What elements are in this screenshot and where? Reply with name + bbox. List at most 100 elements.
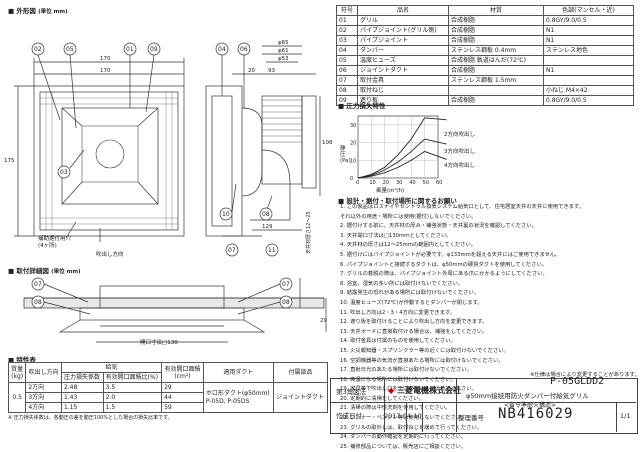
- note-item: 22. シンナー・ベンジン等は使用しないでください。: [340, 415, 467, 422]
- table-cell: 59: [161, 402, 204, 413]
- table-cell: 4方向: [25, 402, 62, 413]
- spec-note: ※仕様は場合により変更することがあります。: [530, 372, 640, 378]
- cell-mass: 0.5: [7, 382, 27, 413]
- note-item: 15. 火災報知器・スプリンクラー等の近くには取付けないでください。: [340, 347, 509, 354]
- dim-29: 29: [320, 318, 327, 324]
- callout-07: 07: [228, 247, 236, 254]
- callout-10: 10: [222, 211, 230, 218]
- characteristics-footnote: ※ 圧力損失係数は、各動圧の差を動圧100%とした場合の損失比率です。: [8, 415, 173, 421]
- cell-accessory: ジョイントダクト: [273, 382, 328, 413]
- note-item: 17. 直射日光のあたる場所には取付けないでください。: [340, 367, 472, 374]
- chart-series-line: [357, 138, 425, 179]
- table-cell: 1.5: [102, 402, 163, 413]
- note-item: 5. 据付けにはパイプジョイントが必要です。φ133mmを超える天井にはご使用で…: [340, 251, 561, 258]
- th-diff: 有効開口面積比(%): [102, 372, 163, 383]
- chart-y-tick: 30: [350, 123, 356, 129]
- pressure-section-title: ■ 圧力損失特性: [338, 102, 386, 110]
- note-item: 13. 天井ボードに直接取付ける場合は、補強をしてください。: [340, 328, 488, 335]
- th-mass: 質量 (kg): [7, 362, 27, 383]
- characteristics-table: 質量 (kg) 吹出し方向 給気 有効開口面積 (cm²) 適用ダクト 付属部品…: [7, 362, 328, 413]
- dim-170-a: 170: [100, 56, 111, 62]
- legend-4dir: 4方向吹出し: [444, 163, 475, 169]
- notes-title: ■ 設計・据付・取付場所に関するお願い: [338, 197, 457, 205]
- table-cell: 44: [161, 392, 204, 403]
- chart-series-leader: [424, 138, 447, 145]
- dim-129: 129: [262, 224, 273, 230]
- callout-05: 05: [66, 46, 74, 53]
- note-item: 7. グリルの着脱の際は、パイプジョイント外周にある爪にかかるようにしてください…: [340, 271, 548, 278]
- note-item: 16. 空調機器等の気流が直接あたる場所には取付けないでください。: [340, 357, 504, 364]
- note-item: 20. 定期的に清掃をしてください。: [340, 395, 424, 402]
- th-loss: 圧力損失係数: [60, 372, 104, 383]
- callout-08: 08: [262, 211, 270, 218]
- chart-ylabel: 静圧(Pa): [340, 146, 351, 164]
- model-name: P-05GLDD2: [550, 376, 605, 387]
- legend-3dir: 3方向吹出し: [444, 149, 475, 155]
- chart-x-tick: 10: [369, 180, 375, 186]
- dim-20: 20: [248, 68, 255, 74]
- chart-series-line: [357, 151, 425, 179]
- table-cell: 2.0: [102, 392, 163, 403]
- chart-x-tick: 40: [409, 180, 415, 186]
- exterior-section-title: ■ 外形図 (単位 mm): [8, 7, 68, 15]
- chart-series-leader: [424, 117, 447, 121]
- table-cell: 1.15: [60, 402, 104, 413]
- chart-y-tick: 10: [350, 158, 356, 164]
- parts-th: 品名: [357, 5, 449, 16]
- parts-th: 符号: [336, 5, 358, 16]
- table-cell: 2方向: [25, 382, 62, 393]
- note-item: 1. この製品はロスナイやセントラル換気システム給気口として、住宅居室天井の天井…: [340, 204, 584, 210]
- th-area: 有効開口面積 (cm²): [161, 362, 204, 383]
- dim-phi53: φ53: [278, 56, 289, 62]
- dim-175: 175: [4, 158, 15, 164]
- dim-12-25: 天井材厚さ12～25: [306, 211, 312, 254]
- chart-x-tick: 60: [436, 180, 442, 186]
- title-block: [330, 378, 638, 434]
- note-item: 19. 家具等で吹出し口をふさがないようにしてください。: [340, 386, 477, 393]
- hole-label: 補助据付用穴 (4ヶ所): [38, 236, 72, 249]
- chart-x-tick: 0: [356, 180, 359, 186]
- table-cell: 3方向: [25, 392, 62, 403]
- chart-x-tick: 20: [383, 180, 389, 186]
- th-duct: 適用ダクト: [202, 362, 275, 383]
- callout-07-left: 07: [34, 281, 42, 288]
- th-accessory: 付属部品: [273, 362, 328, 383]
- page-number: 1/1: [620, 412, 631, 420]
- company-name: ◆ 三菱電機株式会社: [388, 386, 461, 395]
- note-item: 12. 遮り板を取付けることにより吹出し方向を変更できます。: [340, 319, 488, 326]
- chart-y-tick: 20: [350, 141, 356, 147]
- callout-08-right: 08: [282, 299, 290, 306]
- doc-number: NB416029: [498, 406, 574, 422]
- dim-phi65: φ65: [278, 40, 289, 46]
- mount-section-title: ■ 取付詳細図 (単位 mm): [8, 267, 81, 275]
- chart-x-tick: 50: [423, 180, 429, 186]
- product-desc: φ50mm接続用防火ダンパー付給気グリル: [466, 392, 589, 400]
- note-item: 11. 吹出し方向は2・3・4方向に変更できます。: [340, 309, 456, 316]
- mitsubishi-logo-icon: ◆: [388, 386, 395, 395]
- chart-series-line: [357, 117, 426, 179]
- note-item: 2. 据付けする前に、天井材の厚み・補強状態・天井裏の状況を確認してください。: [340, 223, 537, 230]
- doc-label: 整理番号: [458, 414, 484, 422]
- dim-130: 開口寸法□130: [140, 340, 178, 346]
- note-item: 6. パイプジョイントと接続するダクトは、φ50mmの硬質ダクトを使用してくださ…: [340, 261, 548, 268]
- exterior-drawing: [14, 42, 321, 257]
- th-direction: 吹出し方向: [25, 362, 62, 383]
- callout-08-left: 08: [34, 299, 42, 306]
- projection-label: 第3角図法: [336, 388, 367, 396]
- callout-07-right: 07: [282, 281, 290, 288]
- chart-x-tick: 30: [396, 180, 402, 186]
- note-item: 3. 天井開口寸法は□130ｍｍとしてください。: [340, 232, 452, 239]
- note-item: 14. 取付金具は付属のものを使用してください。: [340, 338, 456, 345]
- callout-01: 01: [126, 46, 134, 53]
- table-cell: 2.48: [60, 382, 104, 393]
- dim-93: 93: [268, 68, 275, 74]
